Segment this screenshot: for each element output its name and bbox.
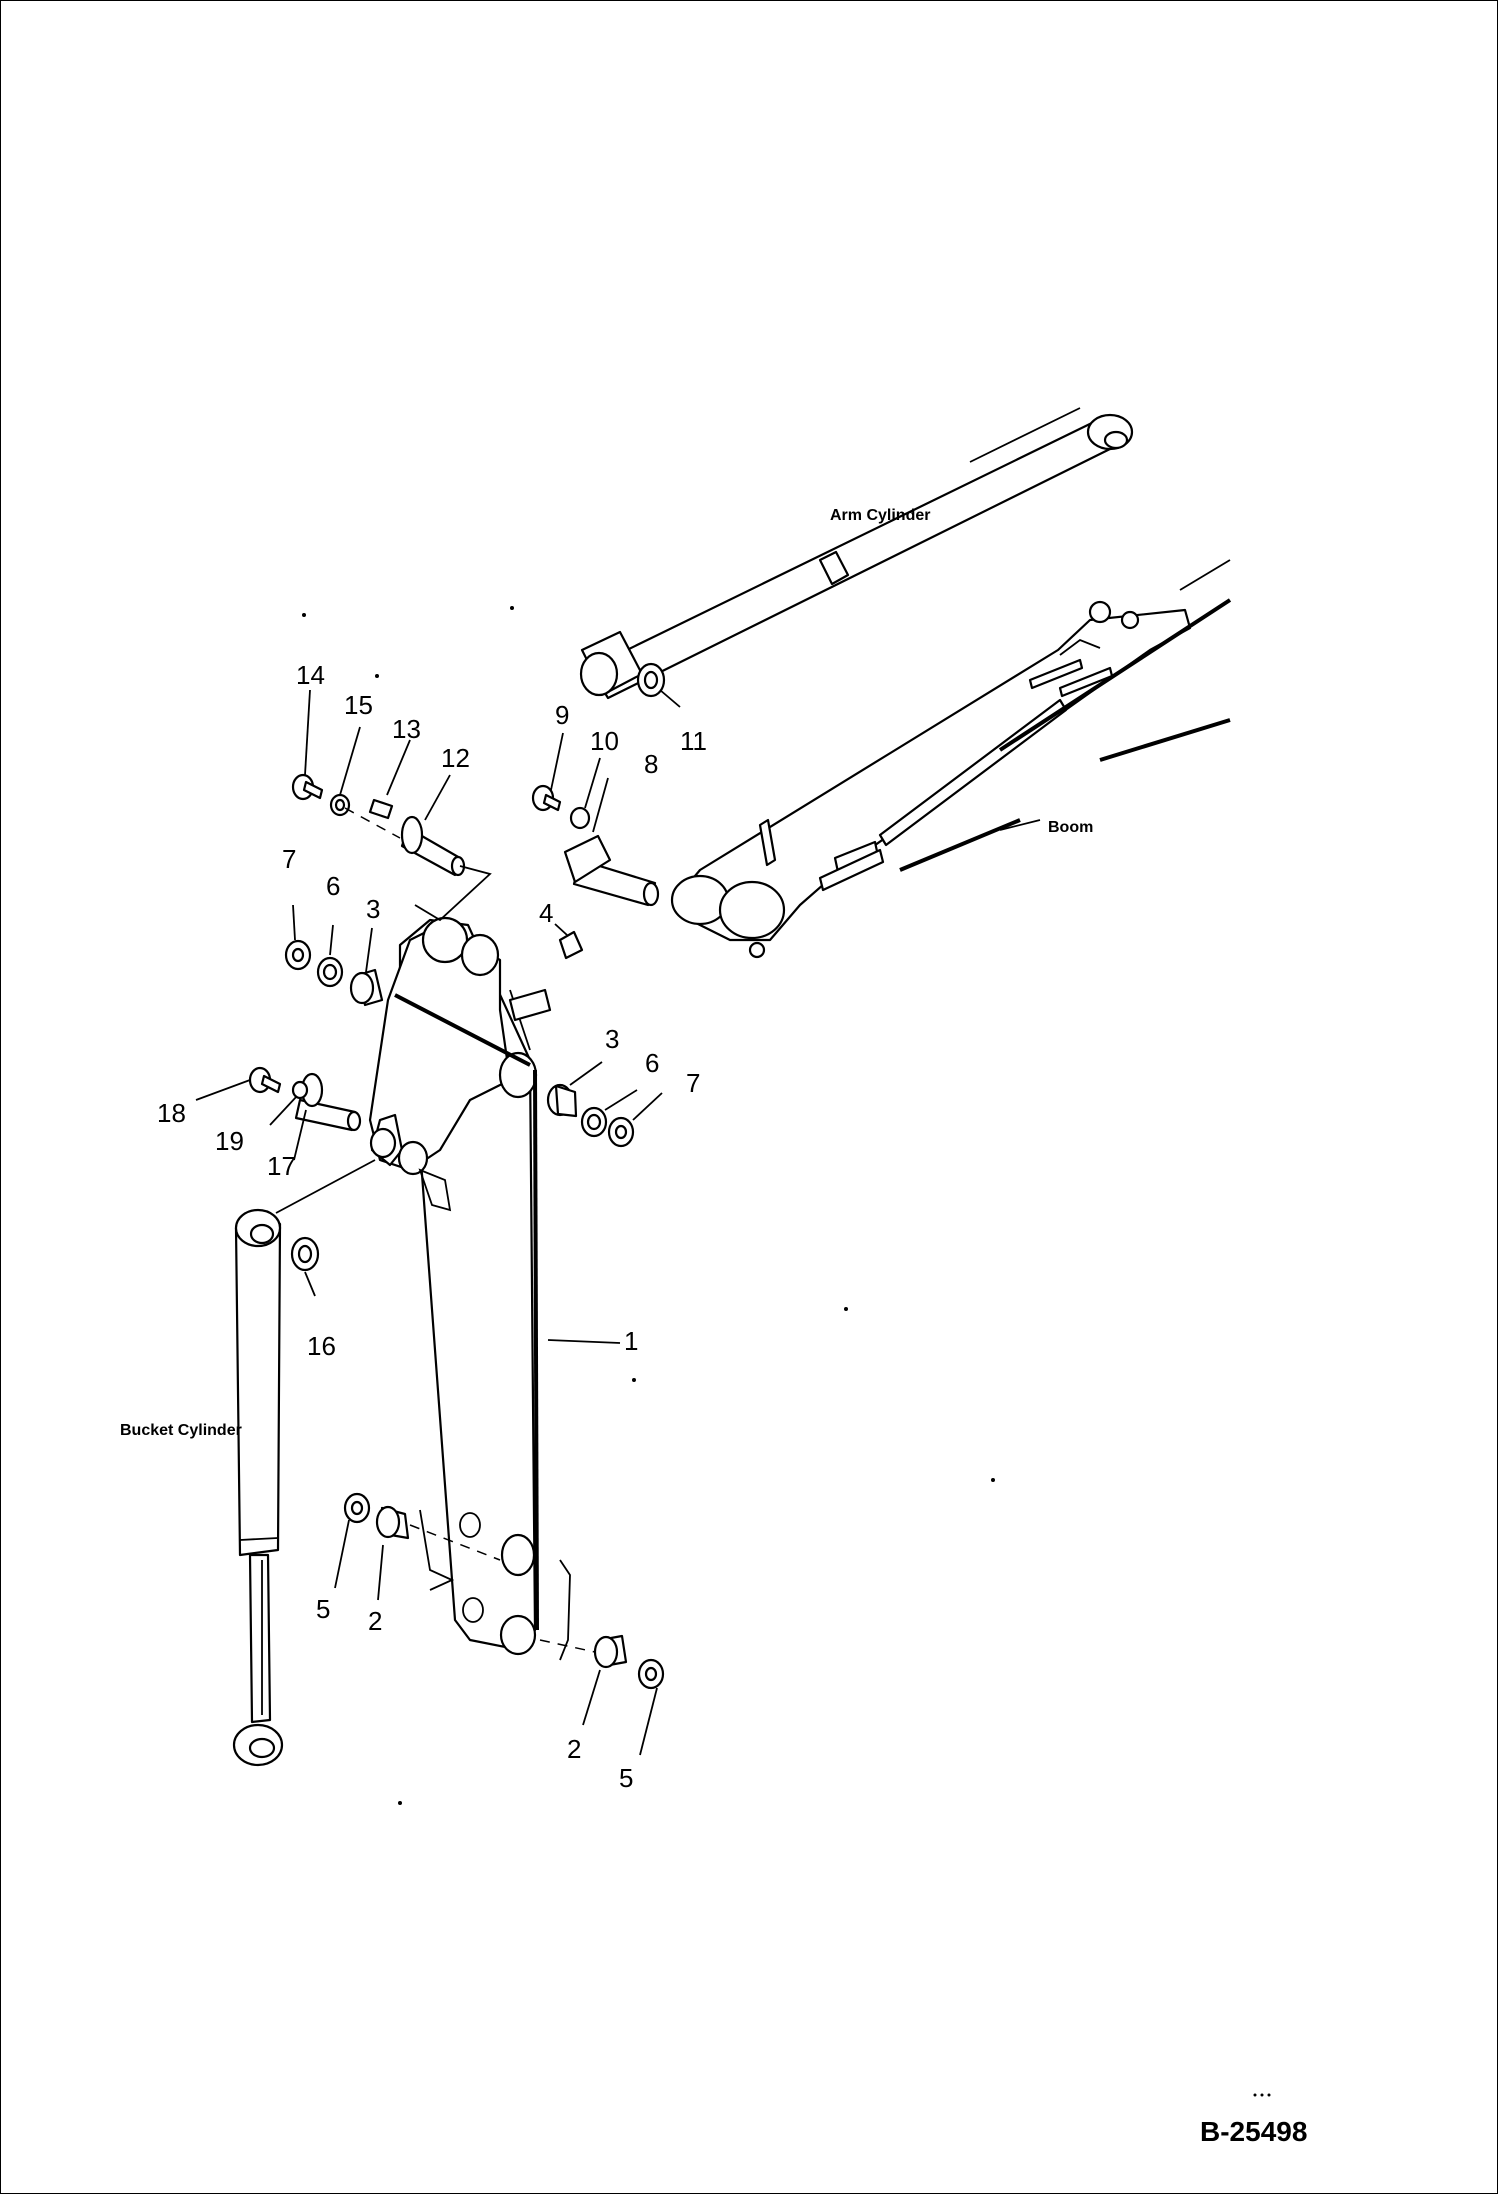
- hardware: [248, 662, 666, 1690]
- callout-3-right: 3: [605, 1024, 619, 1054]
- callout-6-left: 6: [326, 871, 340, 901]
- callout-2-left: 2: [368, 1606, 382, 1636]
- callout-10: 10: [590, 726, 619, 756]
- callout-15: 15: [344, 690, 373, 720]
- callout-11: 11: [680, 726, 707, 756]
- callout-17: 17: [267, 1151, 296, 1181]
- arm-cylinder: [579, 407, 1134, 700]
- callout-numbers: 1 2 2 3 3 4 5 5 6 6 7 7 8 9 10 11 12 13 …: [157, 660, 707, 1793]
- boom: [670, 559, 1232, 959]
- callout-9: 9: [555, 700, 569, 730]
- boom-label: Boom: [1048, 819, 1093, 836]
- callout-8: 8: [644, 749, 658, 779]
- component-names: Arm Cylinder Boom Bucket Cylinder: [120, 507, 1093, 1439]
- arm-cylinder-label: Arm Cylinder: [830, 507, 930, 524]
- callout-6-right: 6: [645, 1048, 659, 1078]
- callout-4: 4: [539, 898, 553, 928]
- callout-14: 14: [296, 660, 325, 690]
- callout-5-left: 5: [316, 1594, 330, 1624]
- callout-2-right: 2: [567, 1734, 581, 1764]
- callout-12: 12: [441, 743, 470, 773]
- callout-16: 16: [307, 1331, 336, 1361]
- callout-3-left: 3: [366, 894, 380, 924]
- bucket-cylinder-label: Bucket Cylinder: [120, 1422, 242, 1439]
- callout-1: 1: [624, 1326, 638, 1356]
- callout-18: 18: [157, 1098, 186, 1128]
- bucket-cylinder: [232, 1159, 376, 1767]
- callout-7-right: 7: [686, 1068, 700, 1098]
- drawing-number: B-25498: [1200, 2116, 1308, 2147]
- callout-5-right: 5: [619, 1763, 633, 1793]
- arm: [368, 916, 552, 1656]
- leader-lines: [195, 689, 681, 1756]
- callout-7-left: 7: [282, 844, 296, 874]
- scan-dots: [302, 606, 1271, 2097]
- callout-19: 19: [215, 1126, 244, 1156]
- callout-13: 13: [392, 714, 421, 744]
